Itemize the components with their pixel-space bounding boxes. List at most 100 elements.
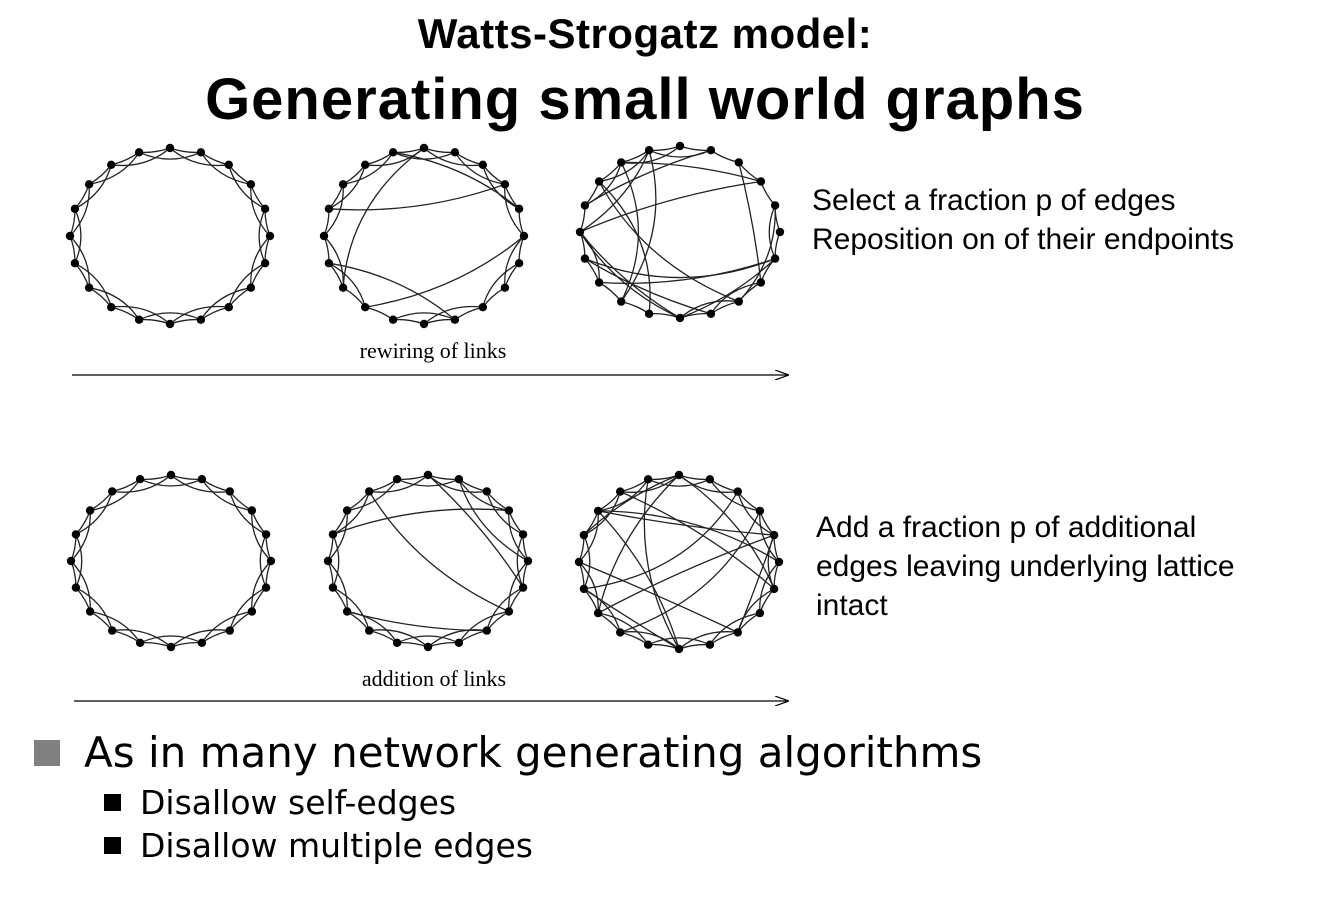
lattice-edge [75, 534, 83, 588]
square-bullet-icon [104, 837, 121, 854]
shortcut-edge [365, 235, 525, 308]
lattice-edge [69, 184, 90, 237]
lattice-edge [710, 281, 762, 315]
graph-node [580, 254, 590, 263]
graph-node [165, 143, 175, 153]
lattice-edge [139, 478, 203, 487]
lattice-edge [170, 629, 230, 648]
graph-node [71, 583, 81, 592]
shortcut-edge [342, 147, 425, 288]
graph-node [755, 608, 765, 618]
shortcut-edge [619, 510, 761, 634]
shortcut-edge [679, 258, 776, 319]
graph-node [674, 644, 684, 654]
graph-node [328, 530, 338, 539]
lattice-edge [759, 561, 780, 614]
rewiring-caption: Select a fraction p of edges Reposition … [812, 181, 1234, 259]
graph-node [365, 487, 374, 496]
lattice-edge [516, 534, 524, 588]
lattice-edge [70, 510, 91, 562]
graph-node [514, 259, 524, 268]
graph-node [261, 530, 271, 539]
graph-node [593, 608, 603, 618]
lattice-edge [458, 610, 510, 644]
lattice-edge [647, 637, 711, 646]
lattice-edge [111, 305, 171, 325]
shortcut-edge [427, 474, 524, 588]
graph-node [454, 475, 464, 484]
graph-node [197, 475, 207, 484]
graph-node [755, 506, 765, 516]
shortcut-edge [583, 491, 739, 590]
graph-addition-small-world [323, 470, 533, 652]
graph-node [423, 470, 433, 480]
graph-node [265, 231, 275, 241]
graph-node [66, 556, 76, 566]
graph-node [644, 309, 654, 318]
graph-node [71, 530, 81, 539]
graph-node [84, 283, 94, 292]
lattice-edge [201, 610, 253, 644]
graph-node [774, 557, 784, 567]
lattice-edge [486, 491, 524, 535]
graph-addition-regular [66, 470, 276, 652]
graph-node [134, 148, 144, 157]
graph-node [579, 530, 589, 540]
graph-node [65, 231, 75, 241]
graph-node [107, 303, 116, 312]
graph-node [594, 177, 604, 186]
graph-node [482, 626, 491, 635]
lattice-edge [229, 587, 267, 631]
lattice-edge [139, 635, 203, 644]
graph-node [419, 143, 429, 153]
bullet-list: As in many network generating algorithms… [34, 728, 982, 865]
rewiring-row: rewiring of links [65, 141, 788, 375]
shortcut-edge [578, 561, 739, 633]
graph-node [579, 584, 589, 594]
graph-node [85, 607, 95, 616]
graph-node [580, 201, 590, 210]
shortcut-edge [597, 510, 680, 650]
graph-node [84, 180, 94, 189]
addition-caption-line: Add a fraction p of additional [816, 511, 1197, 544]
graph-node [165, 319, 175, 329]
shortcut-edge [678, 474, 775, 590]
graph-node [643, 640, 653, 649]
graph-node [514, 204, 524, 213]
graph-node [617, 297, 626, 306]
graph-node [107, 160, 116, 169]
lattice-edge [583, 534, 591, 590]
lattice-edge [251, 560, 272, 612]
shortcut-edge [597, 510, 775, 536]
shortcut-edge [598, 181, 651, 314]
lattice-edge [458, 478, 510, 512]
graph-node [454, 638, 464, 647]
lattice-edge [342, 151, 394, 185]
shortcut-edge [368, 491, 510, 613]
graph-node [482, 487, 491, 496]
lattice-edge [250, 184, 271, 237]
graph-node [361, 303, 370, 312]
graph-node [616, 487, 625, 496]
graph-rewiring-random [575, 141, 785, 323]
lattice-edge [112, 474, 172, 493]
lattice-edge [69, 235, 90, 288]
lattice-edge [229, 491, 267, 535]
graph-node [769, 530, 779, 540]
lattice-edge [138, 312, 202, 321]
graph-node [706, 309, 716, 318]
addition-arrow-label: addition of links [362, 666, 506, 691]
lattice-edge [328, 262, 366, 308]
lattice-edge [169, 305, 229, 325]
lattice-edge [678, 631, 738, 650]
lattice-edge [332, 587, 370, 631]
lattice-edge [200, 151, 252, 185]
graph-node [342, 607, 352, 616]
graph-node [388, 315, 398, 324]
graph-node [478, 160, 487, 169]
graph-node [323, 556, 333, 566]
graph-node [247, 506, 257, 515]
lattice-edge [454, 151, 506, 185]
shortcut-edge [579, 231, 681, 319]
graph-node [734, 158, 743, 167]
